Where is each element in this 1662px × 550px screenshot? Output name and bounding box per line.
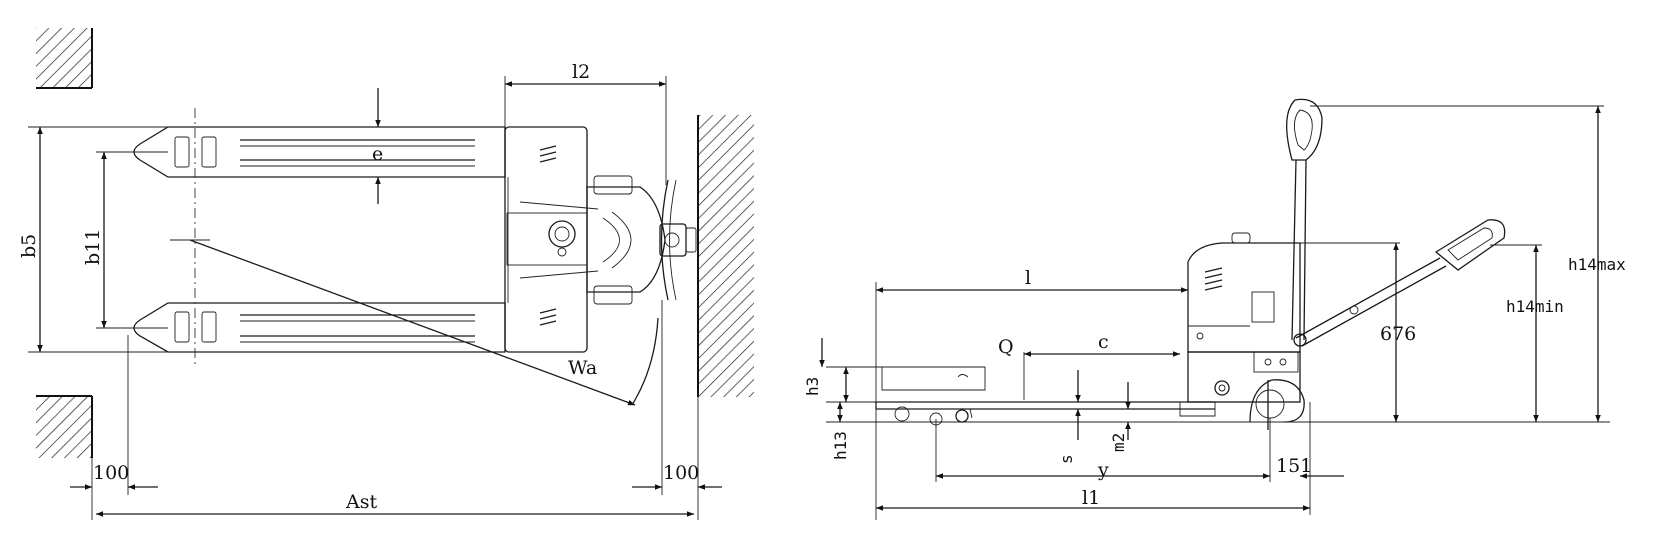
label-c: c xyxy=(1098,331,1109,353)
dim-clearance-right: 100 xyxy=(632,300,722,520)
label-676: 676 xyxy=(1380,323,1416,345)
label-h3: h3 xyxy=(803,377,822,396)
label-e: e xyxy=(372,143,383,165)
dim-b11: b11 xyxy=(82,151,168,329)
label-l2: l2 xyxy=(572,61,590,83)
dim-clearance-left: 100 xyxy=(70,335,158,520)
dim-h13: h13 xyxy=(826,402,870,460)
fork-lower xyxy=(133,302,506,353)
label-h14max: h14max xyxy=(1568,255,1626,274)
label-s: s xyxy=(1057,454,1076,464)
dim-s: s xyxy=(1057,370,1081,464)
dim-e: e xyxy=(372,88,383,204)
truck-body-top xyxy=(504,126,588,353)
dim-676: 676 xyxy=(1300,242,1416,422)
dim-b5: b5 xyxy=(18,126,168,353)
drive-unit-top xyxy=(519,175,697,305)
drive-wheel xyxy=(1249,379,1305,430)
tiller-vertical xyxy=(1286,98,1323,341)
truck-body-side xyxy=(1187,232,1301,403)
label-m2: m2 xyxy=(1109,433,1128,452)
tiller-angled xyxy=(1293,219,1506,347)
label-b11: b11 xyxy=(82,229,104,265)
label-h14min: h14min xyxy=(1506,297,1564,316)
label-ast: Ast xyxy=(345,491,377,513)
pallet-outline xyxy=(881,366,986,391)
dim-c: Q c xyxy=(998,331,1180,400)
wall-bottom-left xyxy=(36,395,93,458)
wa-turning-radius: Wa xyxy=(189,239,659,406)
label-wa: Wa xyxy=(568,357,597,379)
label-l: l xyxy=(1025,267,1031,289)
label-l1: l1 xyxy=(1082,487,1100,509)
top-view: Wa l2 e b5 b11 xyxy=(18,28,754,520)
dim-h14max: h14max xyxy=(1310,105,1626,422)
label-y: y xyxy=(1097,459,1109,481)
dim-m2: m2 xyxy=(1109,382,1131,452)
dim-151: 151 xyxy=(1276,402,1344,482)
label-q: Q xyxy=(998,336,1014,358)
dim-h3: h3 xyxy=(803,338,882,403)
dim-y: y xyxy=(935,418,1271,482)
fork-upper xyxy=(133,126,506,178)
label-b5: b5 xyxy=(18,234,40,258)
wall-right xyxy=(697,115,754,397)
label-h13: h13 xyxy=(831,431,850,460)
dim-l: l xyxy=(875,262,1189,520)
dim-h14min: h14min xyxy=(1490,244,1564,422)
dim-ast: Ast xyxy=(96,491,694,517)
side-view: l Q c h3 h13 s xyxy=(803,98,1626,520)
label-clear-right: 100 xyxy=(663,462,699,484)
label-151: 151 xyxy=(1276,455,1312,477)
dim-l1: l1 xyxy=(876,482,1311,515)
wall-top-left xyxy=(36,28,93,89)
dim-l2: l2 xyxy=(504,61,667,185)
label-clear-left: 100 xyxy=(93,462,129,484)
